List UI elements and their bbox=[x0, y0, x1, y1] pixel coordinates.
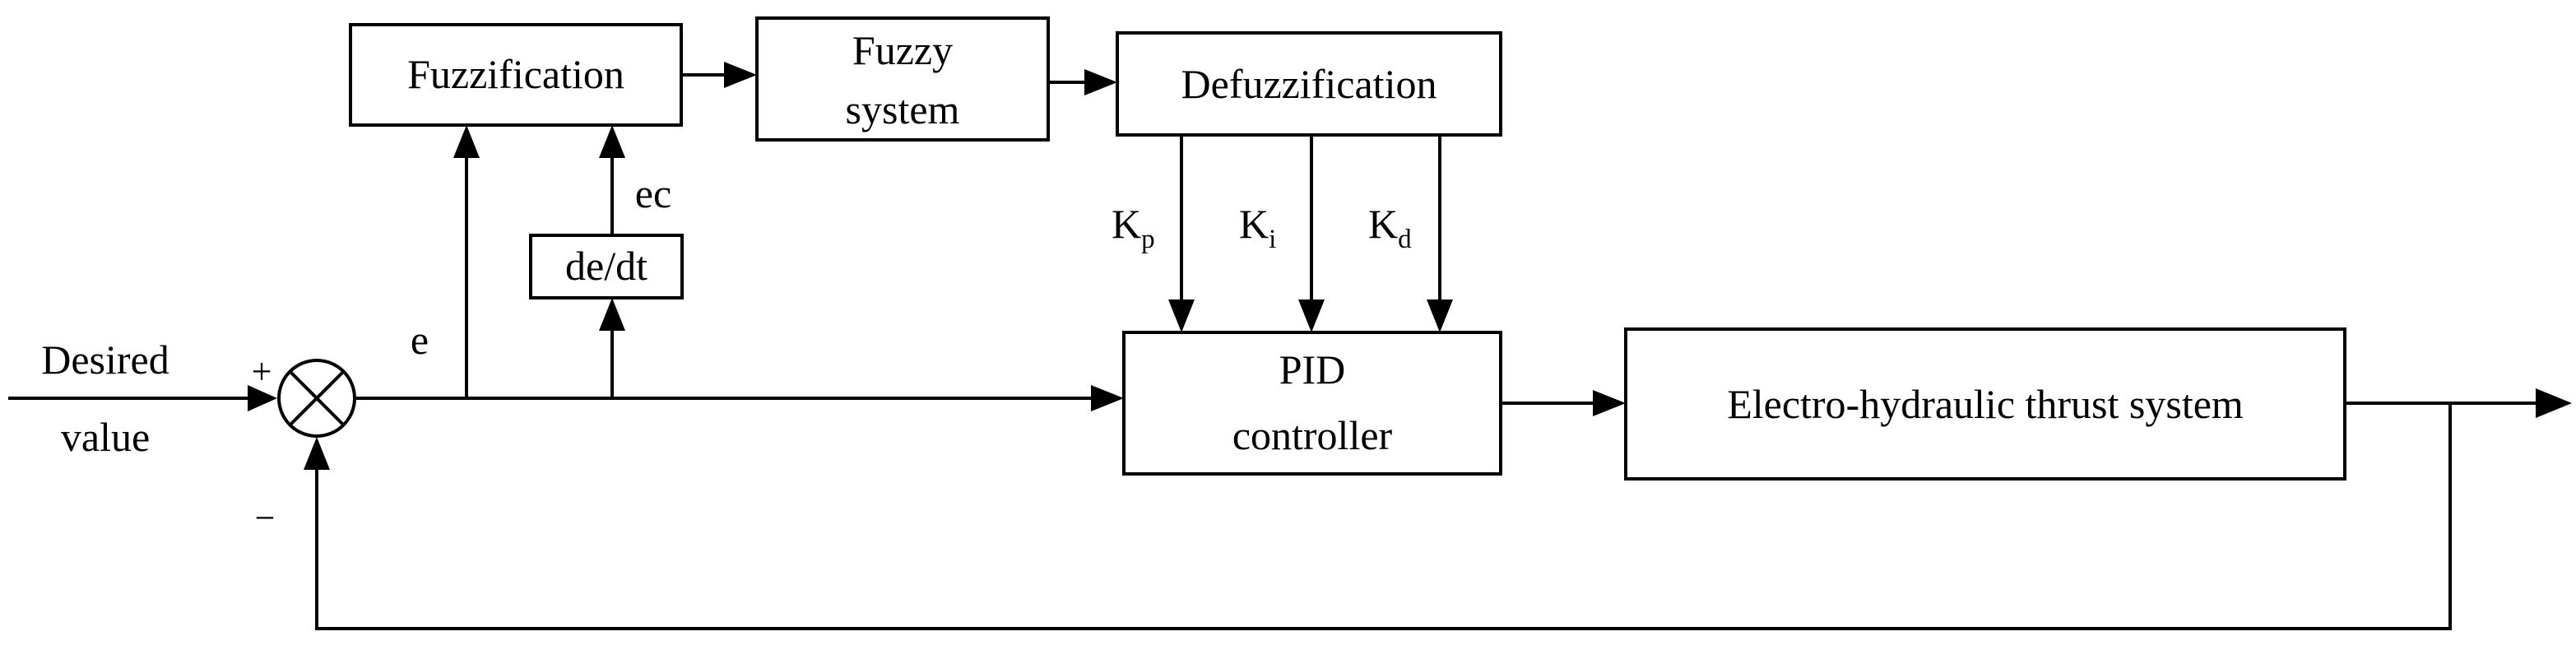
gain-labels: Kp Ki Kd bbox=[1112, 201, 1412, 254]
plus-sign: + bbox=[252, 351, 272, 392]
derivative-block: de/dt bbox=[529, 234, 684, 299]
defuzzification-block: Defuzzification bbox=[1116, 31, 1502, 137]
fuzzy-system-label-line2: system bbox=[846, 86, 960, 132]
gain-ki-label: Ki bbox=[1239, 201, 1276, 254]
arrow-into-derivative bbox=[599, 298, 625, 331]
signal-lines bbox=[8, 73, 2539, 630]
fuzzy-system-block: Fuzzy system bbox=[755, 16, 1050, 142]
summing-junction bbox=[277, 359, 356, 438]
gain-kp-label: Kp bbox=[1112, 201, 1155, 254]
error-label: e bbox=[411, 317, 429, 363]
arrow-into-fuzzification-e bbox=[453, 125, 480, 158]
arrow-into-pid bbox=[1091, 385, 1124, 411]
input-label-line1: Desired bbox=[41, 337, 169, 383]
arrow-kd-into-pid bbox=[1427, 299, 1453, 332]
arrow-into-defuzzification bbox=[1084, 69, 1117, 95]
derivative-label: de/dt bbox=[565, 243, 647, 289]
arrow-ki-into-pid bbox=[1298, 299, 1325, 332]
fuzzification-label: Fuzzification bbox=[407, 51, 624, 97]
arrow-into-summing-junction bbox=[248, 385, 277, 411]
error-change-label: ec bbox=[635, 170, 671, 216]
minus-sign: − bbox=[255, 498, 276, 538]
arrow-kp-into-pid bbox=[1168, 299, 1195, 332]
pid-label-line1: PID bbox=[1279, 346, 1346, 392]
arrow-feedback-into-summing-junction bbox=[304, 437, 330, 470]
arrow-into-fuzzification-ec bbox=[599, 125, 625, 158]
gain-kd-label: Kd bbox=[1368, 201, 1412, 254]
arrow-into-fuzzy-system bbox=[724, 62, 757, 88]
pid-controller-block: PID controller bbox=[1122, 331, 1502, 476]
plant-label: Electro-hydraulic thrust system bbox=[1727, 381, 2244, 427]
defuzzification-label: Defuzzification bbox=[1181, 61, 1437, 107]
input-label-line2: value bbox=[61, 414, 150, 460]
arrowheads bbox=[248, 62, 2572, 470]
arrow-into-plant bbox=[1593, 390, 1626, 416]
fuzzification-block: Fuzzification bbox=[349, 23, 683, 127]
arrow-output bbox=[2536, 388, 2572, 418]
signal-labels: Desired value e ec + − bbox=[41, 170, 671, 538]
pid-label-line2: controller bbox=[1232, 412, 1393, 458]
plant-block: Electro-hydraulic thrust system bbox=[1624, 327, 2346, 481]
fuzzy-system-label-line1: Fuzzy bbox=[852, 27, 953, 73]
